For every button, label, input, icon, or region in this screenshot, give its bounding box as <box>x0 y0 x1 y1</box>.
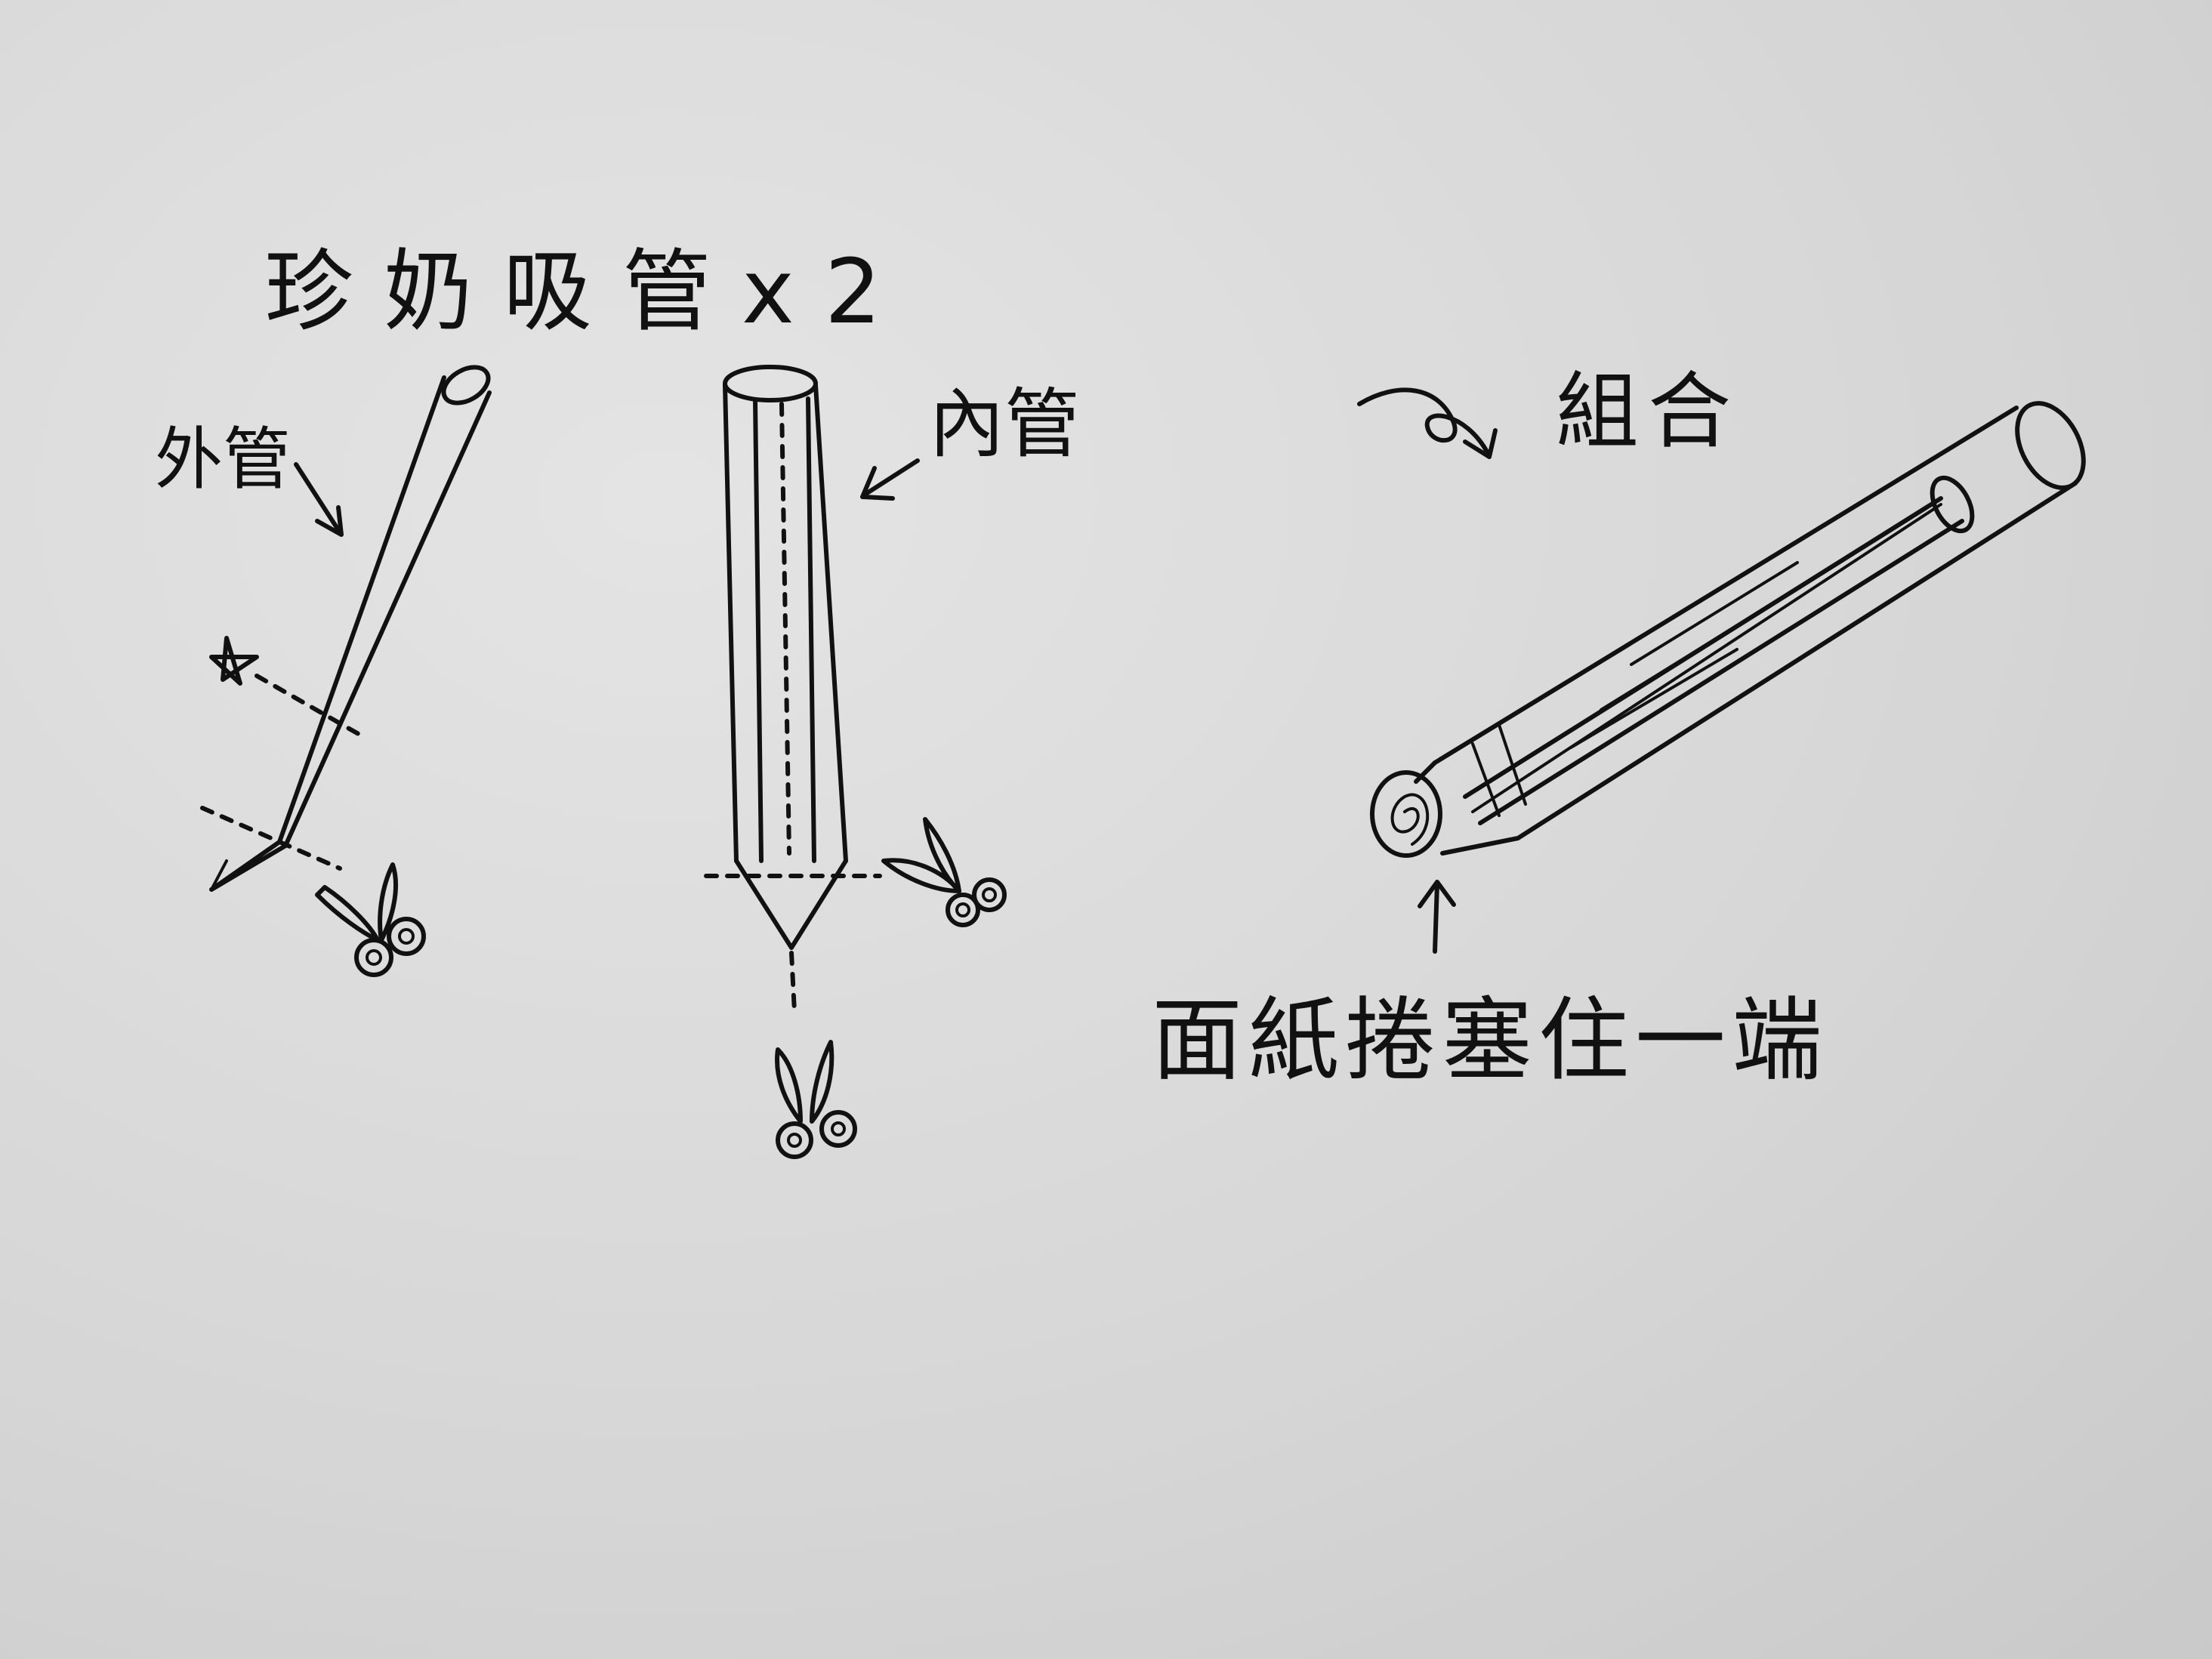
diagram-title: 珍奶吸管x2 <box>264 239 912 344</box>
curved-arrow-icon <box>1357 387 1498 459</box>
scissors-icon <box>775 1040 857 1159</box>
outer-tube-label: 外管 <box>155 420 291 499</box>
up-arrow-icon <box>1418 880 1456 954</box>
outer-arrow-icon <box>294 462 344 537</box>
assemble-label: 組合 <box>1556 363 1740 460</box>
outer-straw <box>200 365 492 892</box>
inner-straw <box>704 365 882 1014</box>
inner-tube-label: 內管 <box>929 380 1080 468</box>
star-icon <box>209 636 259 686</box>
plug-end-note: 面紙捲塞住一端 <box>1152 988 1828 1093</box>
inner-arrow-icon <box>860 458 920 501</box>
assembled-straw <box>1370 401 2086 858</box>
scissors-icon <box>315 862 426 977</box>
scissors-icon <box>881 817 1007 927</box>
